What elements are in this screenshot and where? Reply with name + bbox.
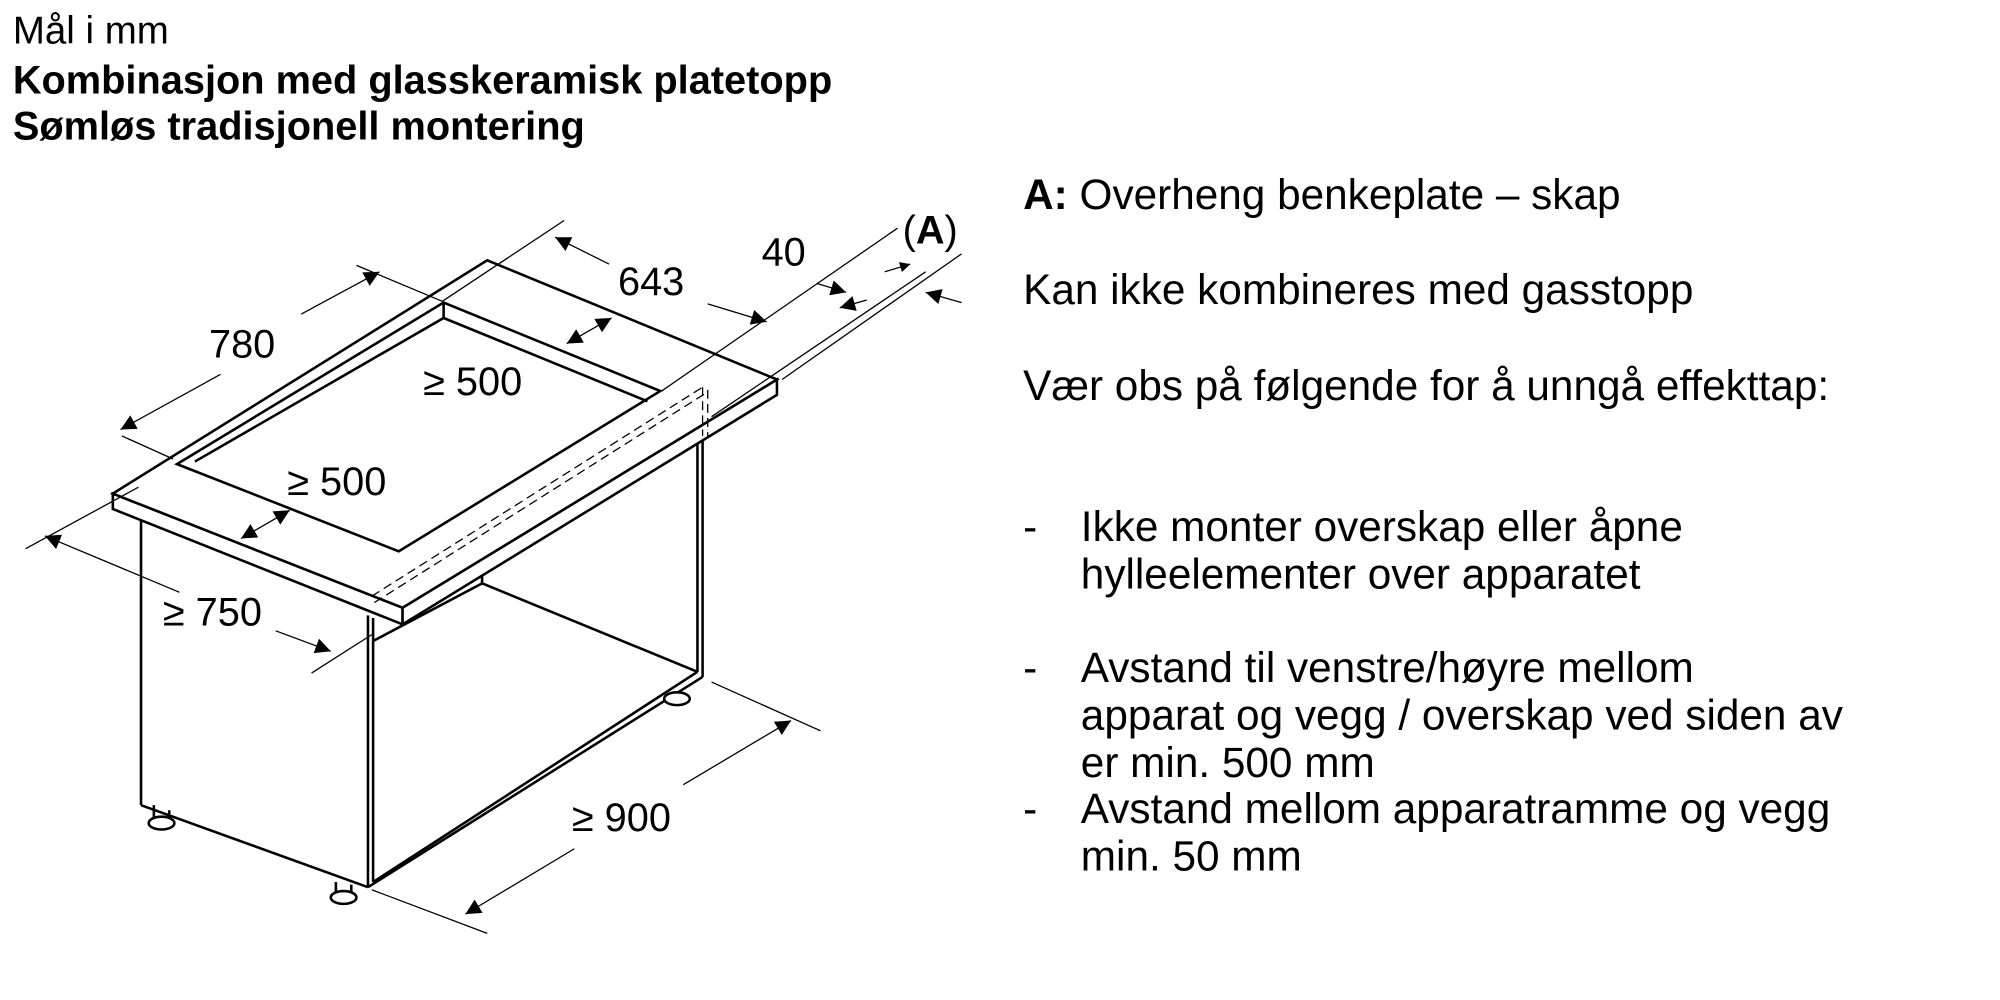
dim-width-780: 780 [209, 323, 275, 367]
bullet-line: Avstand mellom apparatramme og vegg [1080, 784, 1831, 833]
dim-clear-side: ≥ 500 [287, 460, 386, 504]
dim-cabinet-width: ≥ 750 [163, 591, 262, 635]
warning-intro: Vær obs på følgende for å unngå effektta… [1023, 361, 1830, 409]
bullet-line: apparat og vegg / overskap ved siden av [1080, 691, 1843, 739]
units-label: Mål i mm [12, 10, 169, 53]
bullet-marker: - [1023, 643, 1038, 692]
gas-note: Kan ikke kombineres med gasstopp [1023, 265, 1694, 313]
bullet-marker: - [1023, 502, 1038, 551]
cabinet-diagram: 780 643 40 (A) ≥ 500 ≥ 500 ≥ 750 ≥ 900 [25, 209, 962, 934]
dim-depth-643: 643 [618, 260, 684, 304]
title-line-1: Kombinasjon med glasskeramisk platetopp [12, 57, 833, 103]
dim-overhang-40: 40 [762, 230, 806, 274]
bullet-line: Avstand til venstre/høyre mellom [1080, 643, 1694, 692]
bullet-line: Ikke monter overskap eller åpne [1080, 502, 1683, 551]
note-a-text: Overheng benkeplate – skap [1079, 170, 1621, 218]
bullet-marker: - [1023, 784, 1038, 833]
note-a: A: Overheng benkeplate – skap [1023, 171, 1620, 218]
dim-cabinet-height: ≥ 900 [572, 796, 671, 840]
label-a: (A) [903, 209, 958, 253]
note-a-label: A: [1023, 170, 1068, 218]
bullet-line: er min. 500 mm [1080, 738, 1375, 786]
bullet-line: hylleelementer over apparatet [1080, 550, 1641, 598]
cabinet-body [139, 333, 704, 906]
dim-clear-back: ≥ 500 [423, 360, 522, 404]
title-line-2: Sømløs tradisjonell montering [12, 103, 585, 149]
countertop [109, 258, 780, 627]
dimension-lines [25, 219, 962, 934]
hidden-edges [371, 386, 709, 604]
label-a-letter: A [916, 209, 945, 253]
bullet-line: min. 50 mm [1080, 832, 1302, 880]
